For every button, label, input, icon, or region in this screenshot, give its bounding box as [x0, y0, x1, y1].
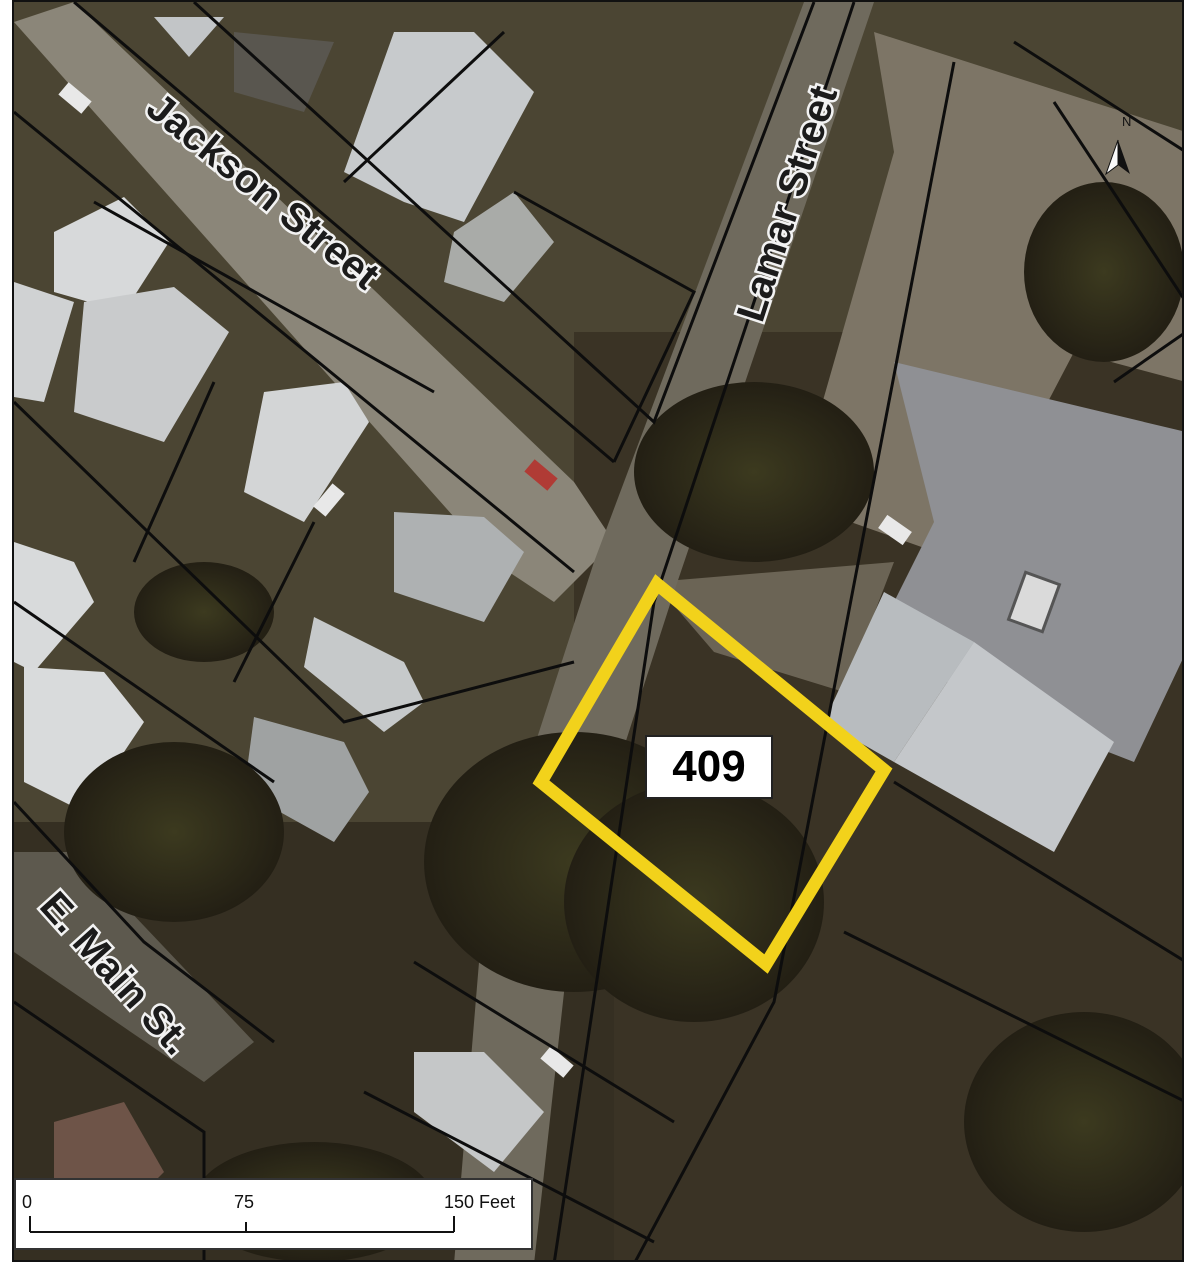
- car: [524, 459, 558, 491]
- building-roof: [394, 512, 524, 622]
- parcel-line: [93, 200, 435, 394]
- parcel-line: [893, 780, 1182, 962]
- car: [58, 82, 92, 114]
- north-label: N: [1122, 114, 1131, 129]
- building-roof: [344, 32, 534, 222]
- tree-canopy: [64, 742, 284, 922]
- parcel-line: [342, 30, 506, 184]
- north-arrow-right: [1118, 140, 1130, 174]
- roof-vent: [1006, 570, 1062, 634]
- tree-canopy: [134, 562, 274, 662]
- aerial-map-canvas: Jackson Street Lamar Street E. Main St. …: [14, 2, 1182, 1260]
- parcel-line: [1052, 101, 1182, 299]
- jackson-street-pavement: [14, 2, 614, 602]
- building-roof: [414, 1052, 544, 1172]
- building-roof: [444, 192, 554, 302]
- parcel-line: [14, 110, 575, 574]
- building-roof: [54, 1102, 164, 1202]
- main-street-pavement: [14, 852, 254, 1082]
- parcel-line: [1013, 40, 1182, 152]
- parcel-409-outline: [532, 574, 893, 974]
- building-roof: [74, 287, 229, 442]
- parcel-line: [513, 190, 696, 463]
- warehouse-roof-annex-1: [824, 592, 974, 762]
- scale-label-0: 0: [22, 1192, 33, 1212]
- building-roof: [24, 667, 144, 812]
- scale-label-75: 75: [234, 1192, 255, 1212]
- parcel-line: [1113, 332, 1182, 384]
- parcel-lines: [14, 2, 1182, 1260]
- parcel-line: [132, 381, 216, 563]
- tree-canopy: [1024, 182, 1182, 362]
- parcel-line: [14, 400, 575, 724]
- parcel-line: [192, 2, 816, 425]
- parcel-line: [73, 2, 615, 464]
- tree-canopy: [634, 382, 874, 562]
- car: [540, 1046, 574, 1078]
- building-roof: [154, 17, 224, 57]
- building-roof: [244, 382, 369, 522]
- building-roof: [54, 197, 169, 312]
- car: [878, 514, 912, 546]
- parcel-line: [14, 800, 275, 1044]
- building-roof: [14, 542, 94, 672]
- parcel-line: [232, 521, 316, 683]
- parcel-line: [634, 61, 956, 1260]
- parcel-line: [843, 930, 1182, 1102]
- scale-bar-graphic: [29, 1216, 455, 1233]
- building-roof: [304, 617, 424, 732]
- parcel-line: [14, 600, 275, 784]
- building-roof: [234, 32, 334, 112]
- parcel-line: [553, 2, 856, 1260]
- building-roof: [14, 282, 74, 402]
- north-arrow-icon: N: [1104, 114, 1131, 176]
- scale-label-150: 150 Feet: [444, 1192, 516, 1212]
- building-roof: [244, 717, 369, 842]
- warehouse-roof-annex-2: [894, 642, 1114, 852]
- parcel-line: [363, 1090, 655, 1244]
- car: [313, 483, 345, 517]
- parcel-line: [413, 960, 675, 1124]
- parcel-409-label: 409: [645, 735, 773, 799]
- scale-bar: 0 75 150 Feet: [14, 1178, 533, 1250]
- tree-canopy: [964, 1012, 1182, 1232]
- parking-lot-south: [654, 562, 894, 692]
- aerial-map: Jackson Street Lamar Street E. Main St. …: [12, 0, 1184, 1262]
- parking-lot: [794, 32, 1182, 562]
